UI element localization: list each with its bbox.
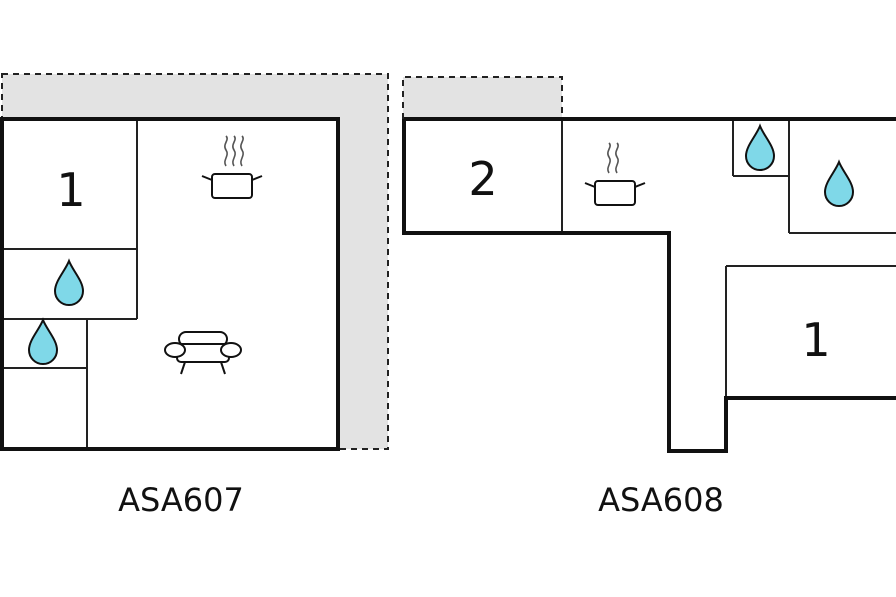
water-drop-icon (54, 260, 84, 306)
interior-walls (2, 119, 138, 449)
terrace-area (1, 73, 389, 450)
water-drop-icon (824, 161, 854, 207)
sofa-icon (164, 331, 242, 375)
interior-walls (561, 119, 896, 398)
water-drop-icon (745, 125, 775, 171)
room-number-bedroom-1: 1 (801, 313, 830, 367)
room-number-bedroom: 1 (56, 163, 85, 217)
pot-icon (584, 142, 646, 206)
pot-icon (201, 135, 263, 199)
plan-asa607: 1 ASA607 (0, 73, 389, 519)
outer-wall (402, 117, 896, 453)
plan-asa608: 2 1 ASA608 (402, 76, 896, 519)
plan-caption: ASA607 (118, 481, 244, 519)
water-drop-icon (28, 319, 58, 365)
room-number-bedroom-2: 2 (468, 152, 497, 206)
plan-caption: ASA608 (598, 481, 724, 519)
outer-wall (0, 117, 340, 451)
